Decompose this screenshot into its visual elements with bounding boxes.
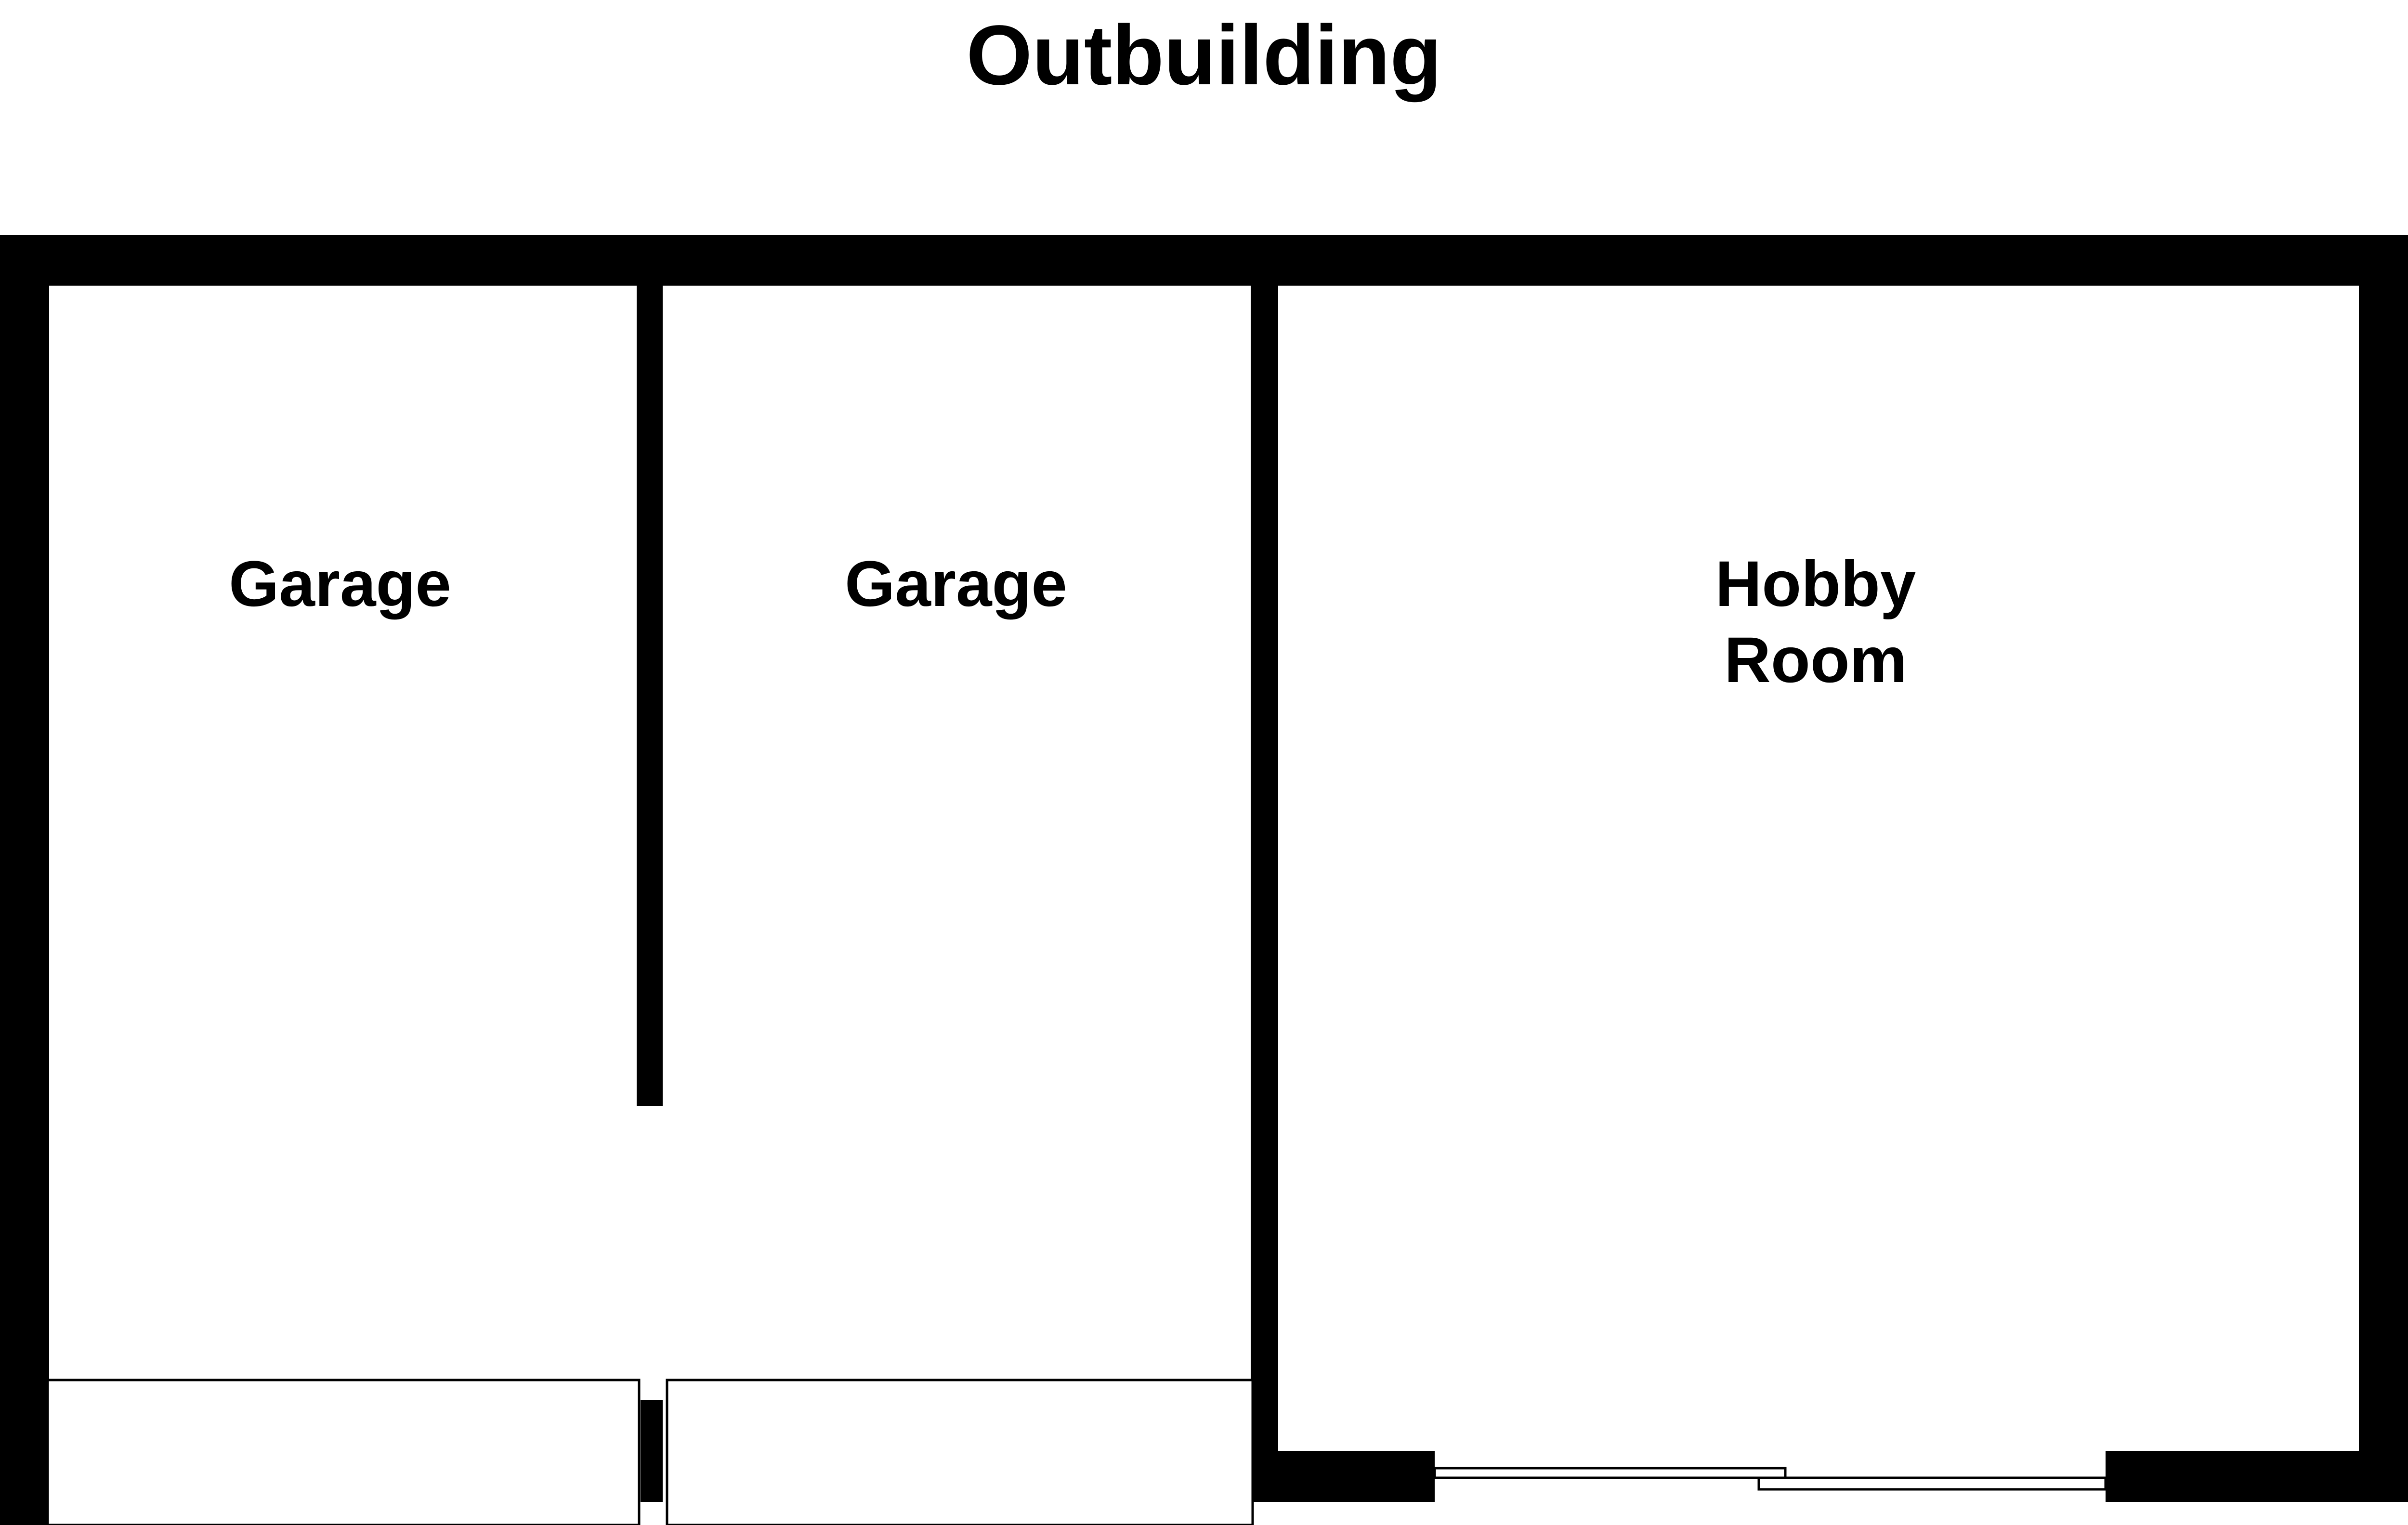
garage-door-pier <box>641 1400 663 1502</box>
right-wall <box>2359 235 2408 1502</box>
sliding-doors <box>1433 1467 2107 1491</box>
room-labels: Garage Garage Hobby Room <box>229 548 1916 696</box>
hobby-bottom-wall-right <box>2106 1451 2408 1502</box>
sliding-door-panel-left <box>1433 1467 1787 1479</box>
garage-door-right <box>666 1379 1254 1525</box>
top-wall <box>0 235 2408 286</box>
left-wall <box>0 235 49 1525</box>
garage-hobby-dividing-wall <box>1251 286 1278 1502</box>
garage-door-left <box>46 1379 641 1525</box>
plan-title: Outbuilding <box>966 8 1441 103</box>
sliding-door-panel-right <box>1757 1476 2107 1491</box>
hobby-bottom-wall-left <box>1251 1451 1435 1502</box>
walls <box>0 235 2408 1525</box>
garage-doors <box>46 1379 1254 1525</box>
room-label-garage-left: Garage <box>229 548 451 620</box>
room-label-hobby-line-2: Room <box>1724 624 1907 696</box>
room-label-garage-right: Garage <box>845 548 1067 620</box>
room-label-hobby-line-1: Hobby <box>1715 548 1916 620</box>
garage-partition-wall <box>637 286 663 1106</box>
